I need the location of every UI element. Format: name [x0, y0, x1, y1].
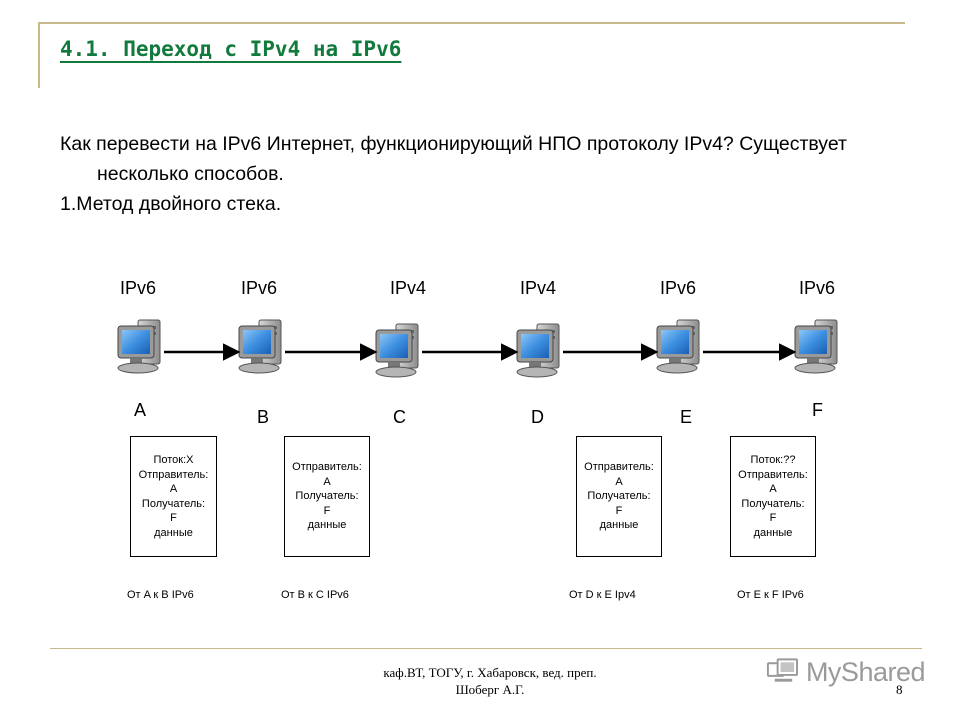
- node-d-label: D: [531, 407, 544, 427]
- packet-line: данные: [154, 526, 193, 539]
- node-c-protocol: IPv4: [390, 278, 427, 298]
- node-e-label: E: [680, 407, 693, 427]
- packet-line: F: [170, 512, 177, 524]
- node-b-label: B: [257, 407, 270, 427]
- node-c-label: C: [393, 407, 406, 427]
- node-f-label: F: [812, 400, 823, 420]
- computer-d-icon: [516, 323, 560, 378]
- node-a-label: A: [134, 400, 147, 420]
- bottom-rule: [50, 648, 922, 649]
- packet-d-to-e-caption: От D к E Ipv4: [569, 589, 636, 601]
- computer-e-icon: [656, 319, 700, 374]
- myshared-logo-icon: [766, 658, 798, 682]
- node-a-protocol: IPv6: [120, 278, 157, 298]
- packet-line: F: [769, 512, 777, 524]
- packet-line: F: [323, 504, 331, 517]
- packet-line: данные: [753, 526, 793, 539]
- packet-line: Получатель:: [295, 490, 359, 503]
- myshared-logo-text: MyShared: [805, 656, 926, 687]
- packet-line: F: [615, 504, 623, 517]
- computer-c-icon: [375, 323, 419, 378]
- computer-b-icon: [238, 319, 282, 374]
- packet-line: Поток:??: [750, 454, 796, 466]
- packet-line: данные: [307, 519, 347, 532]
- packet-line: Получатель:: [741, 497, 805, 510]
- packet-a-to-b: Поток:X Отправитель: A Получатель: F дан…: [130, 436, 217, 557]
- packet-b-to-c: Отправитель: A Получатель: F данные: [284, 436, 370, 557]
- footer-text: каф.ВТ, ТОГУ, г. Хабаровск, вед. преп. Ш…: [340, 664, 640, 698]
- page-number: 8: [896, 682, 903, 697]
- body-paragraph-1: Как перевести на IPv6 Интернет, функцион…: [60, 133, 847, 185]
- packet-line: данные: [599, 519, 639, 532]
- packet-line: Отправитель:: [138, 468, 209, 481]
- myshared-logo: MyShared: [765, 656, 926, 688]
- packet-line: Отправитель:: [738, 468, 808, 481]
- packet-line: Отправитель:: [292, 461, 362, 474]
- computer-a-icon: [117, 319, 161, 374]
- slide-title: 4.1. Переход с IPv4 на IPv6: [60, 37, 402, 61]
- packet-line: A: [615, 475, 623, 488]
- slide-body: Как перевести на IPv6 Интернет, функцион…: [60, 129, 910, 219]
- packet-line: Поток:X: [153, 454, 194, 466]
- packet-line: A: [169, 483, 178, 495]
- packet-a-to-b-caption: От A к B IPv6: [127, 589, 194, 601]
- packet-e-to-f-caption: От E к F IPv6: [737, 589, 804, 601]
- node-e-protocol: IPv6: [660, 278, 697, 298]
- body-paragraph-2: 1.Метод двойного стека.: [60, 193, 282, 215]
- packet-line: A: [769, 483, 777, 495]
- packet-line: A: [323, 475, 331, 488]
- top-rule: [38, 22, 905, 24]
- computer-f-icon: [794, 319, 838, 374]
- node-b-protocol: IPv6: [241, 278, 278, 298]
- packet-line: Отправитель:: [584, 461, 654, 474]
- footer-line-2: Шоберг А.Г.: [455, 682, 525, 697]
- packet-d-to-e: Отправитель: A Получатель: F данные: [576, 436, 662, 557]
- node-f-protocol: IPv6: [799, 278, 836, 298]
- node-d-protocol: IPv4: [520, 278, 557, 298]
- left-rule: [38, 22, 40, 88]
- packet-b-to-c-caption: От B к C IPv6: [281, 589, 349, 601]
- footer-line-1: каф.ВТ, ТОГУ, г. Хабаровск, вед. преп.: [383, 665, 597, 680]
- packet-line: Получатель:: [141, 497, 206, 510]
- packet-e-to-f: Поток:?? Отправитель: A Получатель: F да…: [730, 436, 816, 557]
- packet-line: Получатель:: [587, 490, 651, 503]
